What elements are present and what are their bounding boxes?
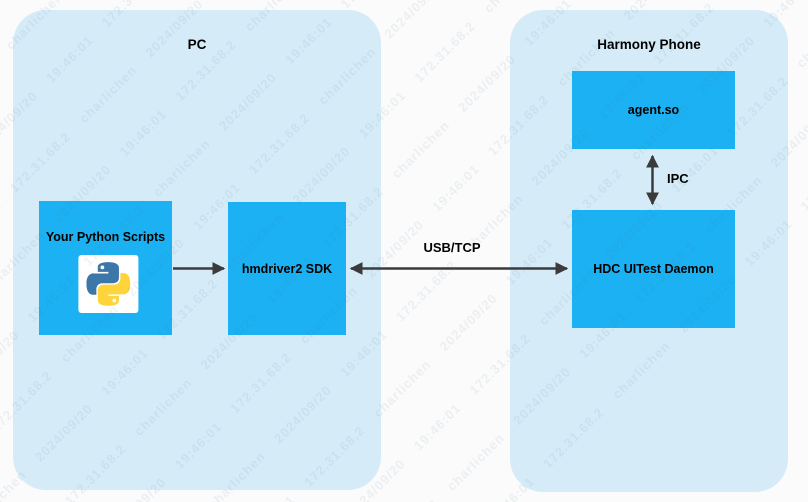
group-pc-title: PC (187, 37, 207, 52)
node-python-scripts-label: Your Python Scripts (45, 230, 166, 244)
node-hmdriver2-sdk: hmdriver2 SDK (228, 202, 346, 335)
group-harmony-phone-title: Harmony Phone (597, 37, 701, 52)
node-hdc-uitest-daemon-label: HDC UITest Daemon (593, 262, 714, 276)
python-logo-icon (77, 255, 138, 313)
node-hmdriver2-sdk-label: hmdriver2 SDK (241, 261, 333, 276)
node-python-scripts: Your Python Scripts (39, 201, 172, 335)
edge-label-usb-tcp: USB/TCP (423, 240, 481, 255)
node-agent-so: agent.so (572, 71, 735, 149)
node-agent-so-label: agent.so (627, 103, 680, 117)
node-hdc-uitest-daemon: HDC UITest Daemon (572, 210, 735, 328)
edge-label-ipc: IPC (667, 171, 689, 186)
